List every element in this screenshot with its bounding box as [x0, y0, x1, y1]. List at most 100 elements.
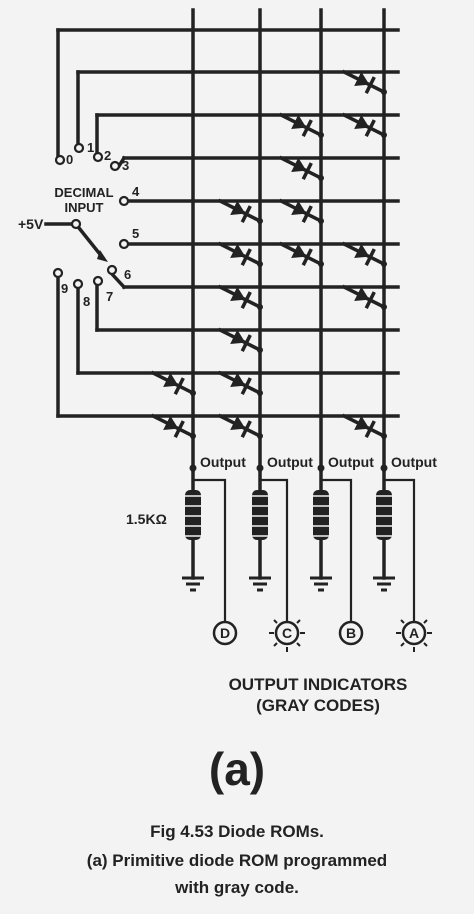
diode-row9-c-bar: [240, 420, 252, 438]
diode-row8-c: [217, 370, 263, 396]
caption-line-2: (a) Primitive diode ROM programmed: [86, 851, 388, 870]
diode-row8-d-triangle: [163, 372, 179, 388]
diode-row5-a-bar: [364, 248, 376, 266]
indicator-lamp-c: [274, 620, 300, 646]
diode-row5-a-symbol: [354, 243, 376, 266]
diode-row9-d-triangle: [163, 415, 179, 431]
input-number-8: 8: [83, 294, 90, 309]
diode-row5-b: [278, 241, 324, 267]
switch-terminal-4: [118, 195, 130, 207]
supply-voltage-label: +5V: [18, 216, 44, 232]
resistor-c: [252, 490, 268, 540]
diode-row4-c-triangle: [230, 200, 246, 216]
indicator-letter-c: C: [282, 625, 292, 641]
diode-row3-b: [278, 155, 324, 181]
switch-terminal-2: [92, 151, 104, 163]
diode-row9-a-node: [381, 433, 387, 439]
diode-row5-b-bar: [301, 248, 313, 266]
indicator-ray-c-4: [273, 642, 278, 647]
switch-wiper-arrowhead: [97, 250, 108, 262]
switch-terminal-3: [109, 160, 121, 172]
diode-row4-c-node: [257, 218, 263, 224]
indicator-letter-b: B: [346, 625, 356, 641]
diode-row6-c: [217, 284, 263, 310]
resistor-d: [185, 490, 201, 540]
diode-row5-a-triangle: [354, 243, 370, 259]
diode-row5-b-node: [318, 261, 324, 267]
diode-row2-a-bar: [364, 119, 376, 137]
indicator-wire-c: [260, 478, 289, 622]
diode-row8-c-bar: [240, 377, 252, 395]
figure-label: (a): [208, 743, 266, 795]
diode-row9-d-bar: [173, 420, 185, 438]
diode-row7-c: [217, 327, 263, 353]
diode-row9-c-triangle: [230, 415, 246, 431]
diode-row9-a-bar: [364, 420, 376, 438]
diode-row7-c-bar: [240, 334, 252, 352]
output-indicators-label-line1: OUTPUT INDICATORS: [229, 675, 408, 694]
input-number-3: 3: [122, 158, 129, 173]
indicator-ray-a-3: [423, 619, 428, 624]
switch-terminal-7: [92, 275, 104, 287]
diode-row4-b: [278, 198, 324, 224]
output-label-d: Output: [200, 454, 246, 470]
switch-terminal-9: [52, 267, 64, 279]
diode-row5-c: [217, 241, 263, 267]
diode-row5-b-triangle: [291, 243, 307, 259]
diode-row5-c-bar: [240, 248, 252, 266]
resistor-value-label: 1.5KΩ: [126, 511, 167, 527]
diode-row5-c-node: [257, 261, 263, 267]
diode-row7-c-triangle: [230, 329, 246, 345]
diode-row9-c-node: [257, 433, 263, 439]
input-number-7: 7: [106, 289, 113, 304]
decimal-input-label-line1: DECIMAL: [54, 185, 113, 200]
diode-row8-d-node: [190, 390, 196, 396]
switch-terminal-5: [118, 238, 130, 250]
diode-row9-a: [341, 413, 387, 439]
diode-row6-c-symbol: [230, 286, 252, 309]
diode-row2-a-node: [381, 132, 387, 138]
diode-row5-a: [341, 241, 387, 267]
diode-row9-d-symbol: [163, 415, 185, 438]
diode-row4-b-node: [318, 218, 324, 224]
diode-row2-a: [341, 112, 387, 138]
indicator-ray-a-2: [400, 619, 405, 624]
indicator-lamp-a: [401, 620, 427, 646]
indicator-letter-d: D: [220, 625, 230, 641]
diode-row2-b-triangle: [291, 114, 307, 130]
diode-row6-c-node: [257, 304, 263, 310]
diode-row3-b-triangle: [291, 157, 307, 173]
indicator-wire-d: [193, 478, 227, 622]
diode-row1-a-node: [381, 89, 387, 95]
diode-row1-a: [341, 69, 387, 95]
input-number-0: 0: [66, 152, 73, 167]
indicator-ray-c-3: [296, 619, 301, 624]
input-number-6: 6: [124, 267, 131, 282]
indicator-wire-a: [384, 478, 416, 622]
diode-row8-c-symbol: [230, 372, 252, 395]
diode-row6-a-bar: [364, 291, 376, 309]
indicator-lamp-b: [338, 620, 364, 646]
diode-row6-a-triangle: [354, 286, 370, 302]
diode-row9-c: [217, 413, 263, 439]
indicator-ray-c-2: [273, 619, 278, 624]
diode-row2-a-triangle: [354, 114, 370, 130]
indicator-wire-b: [321, 478, 353, 622]
output-label-c: Output: [267, 454, 313, 470]
indicator-ray-a-5: [423, 642, 428, 647]
diode-row1-a-symbol: [354, 71, 376, 94]
diode-row5-c-triangle: [230, 243, 246, 259]
diode-row4-b-triangle: [291, 200, 307, 216]
resistor-b: [313, 490, 329, 540]
diode-row4-c-symbol: [230, 200, 252, 223]
diode-row5-a-node: [381, 261, 387, 267]
diode-row3-b-bar: [301, 162, 313, 180]
diode-row9-a-triangle: [354, 415, 370, 431]
caption-title: Fig 4.53 Diode ROMs.: [150, 822, 324, 841]
indicator-ray-a-4: [400, 642, 405, 647]
input-number-4: 4: [132, 184, 140, 199]
diode-row7-c-symbol: [230, 329, 252, 352]
diode-row9-d: [150, 413, 196, 439]
diode-matrix: [150, 69, 387, 439]
